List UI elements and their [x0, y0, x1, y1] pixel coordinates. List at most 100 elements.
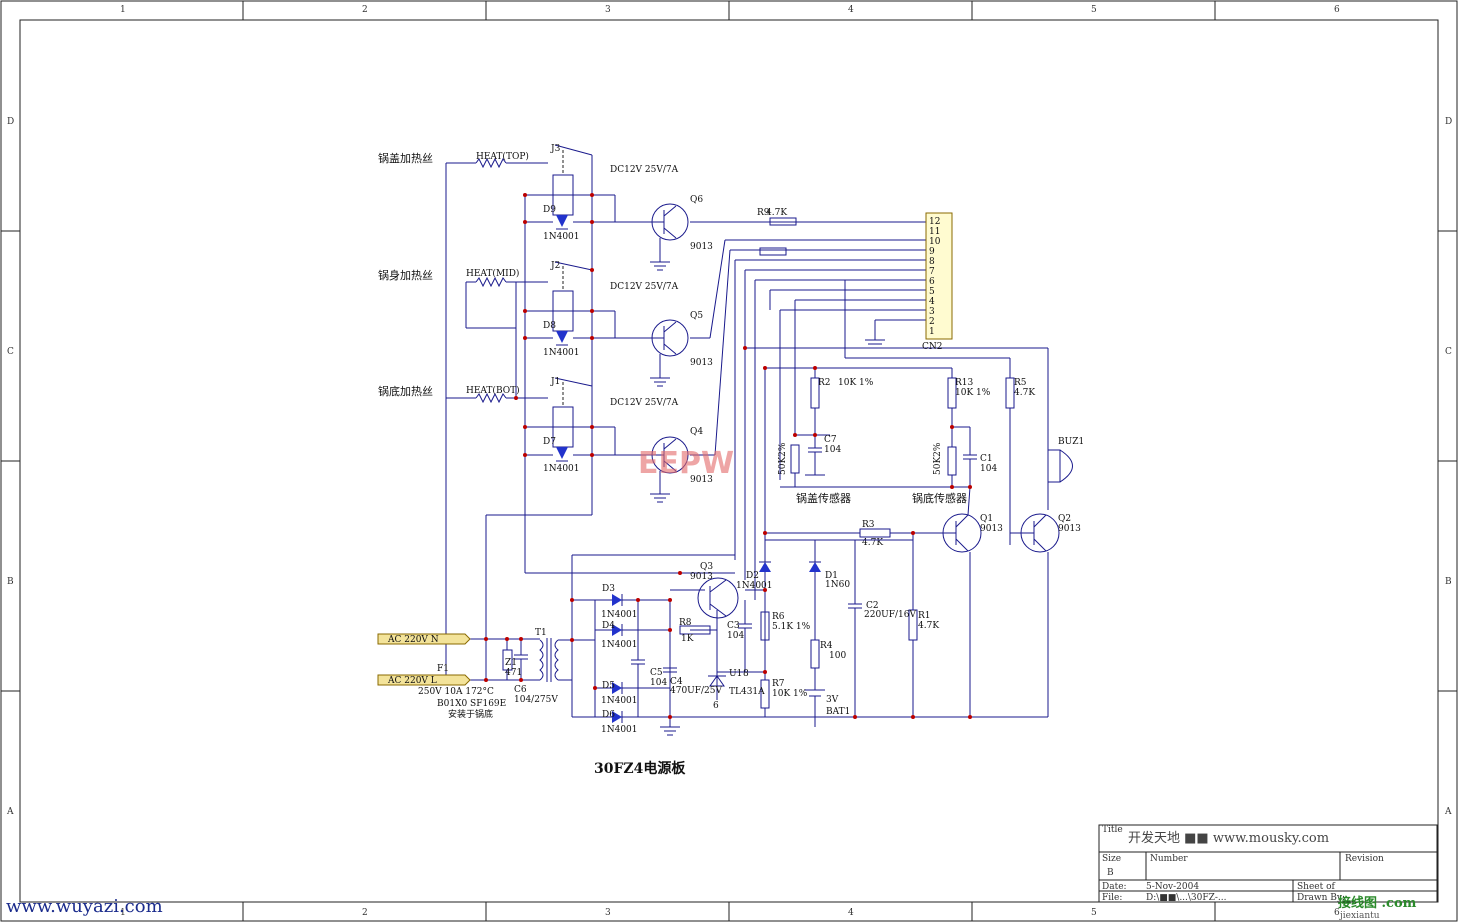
relay-j2	[525, 266, 616, 346]
row-label: C	[1445, 347, 1452, 357]
r7-value: 10K 1%	[772, 689, 808, 699]
u1-part: TL431A	[729, 687, 765, 697]
heat-top-label: HEAT(TOP)	[476, 151, 529, 162]
c4-label: C4	[670, 677, 683, 687]
d2-label: D2	[746, 571, 759, 581]
right-watermark: 接线图 .com	[1338, 895, 1417, 911]
ac-l-label: AC 220V L	[387, 676, 437, 686]
c6-label: C6	[514, 685, 527, 695]
relay-j1	[525, 382, 616, 462]
ac-l-terminal[interactable]: AC 220V L	[377, 674, 471, 686]
row-label: B	[1445, 577, 1452, 587]
q1-label: Q1	[980, 514, 993, 524]
diode-d9-type: 1N4001	[543, 232, 580, 242]
row-label: A	[1444, 807, 1452, 817]
q2-label: Q2	[1058, 514, 1071, 524]
q3-type: 9013	[690, 572, 713, 582]
cn2-pin: 8	[929, 257, 935, 267]
lid-sensor-label: 锅盖传感器	[796, 491, 851, 505]
board-title: 30FZ4电源板	[594, 760, 686, 777]
c6-value: 104/275V	[514, 695, 558, 705]
r1-label: R1	[918, 611, 931, 621]
size-value: B	[1107, 868, 1114, 878]
c2-label: C2	[866, 601, 879, 611]
d4-type: 1N4001	[601, 640, 638, 650]
bottom-sensor-label: 锅底传感器	[912, 491, 967, 505]
cn2-signal-wires	[690, 217, 1049, 660]
heater-top-cn-label: 锅盖加热丝	[378, 151, 433, 165]
c5-label: C5	[650, 668, 663, 678]
col-label: 2	[362, 5, 368, 15]
d3-label: D3	[602, 584, 615, 594]
c3-value: 104	[727, 631, 744, 641]
d4-label: D4	[602, 621, 615, 631]
r3-value: 4.7K	[862, 538, 883, 548]
cn2-pin: 9	[929, 247, 935, 257]
power-wires	[525, 539, 1048, 736]
battery-label: BAT1	[826, 707, 850, 717]
c3-label: C3	[727, 621, 740, 631]
ac-n-terminal[interactable]: AC 220V N	[377, 633, 471, 645]
q4-type: 9013	[690, 475, 713, 485]
heat-bot-label: HEAT(BOT)	[466, 385, 520, 396]
heat-mid-label: HEAT(MID)	[466, 268, 519, 279]
varistor-label: Z1	[505, 658, 517, 668]
col-label: 3	[605, 908, 611, 918]
col-label: 2	[362, 908, 368, 918]
heater-wires	[445, 144, 593, 680]
col-label: 1	[120, 908, 126, 918]
q6-type: 9013	[690, 242, 713, 252]
r1-value: 4.7K	[918, 621, 939, 631]
ntc1-value: 50K2%	[778, 442, 788, 475]
cn2-label: CN2	[922, 342, 943, 352]
drawn-label: Drawn By:	[1297, 893, 1345, 903]
cn2-pin: 5	[929, 287, 935, 297]
cn2-pin: 3	[929, 307, 935, 317]
regulator-u1	[708, 675, 726, 687]
q2-type: 9013	[1058, 524, 1081, 534]
diode-d7-type: 1N4001	[543, 464, 580, 474]
cn2-pin-labels: 12 11 10 9 8 7 6 5 4 3 2 1	[929, 217, 941, 337]
heater-resistor	[475, 157, 507, 404]
q6-label: Q6	[690, 195, 703, 205]
q3-label: Q3	[700, 562, 713, 572]
c7-label: C7	[824, 435, 837, 445]
diode-d8-type: 1N4001	[543, 348, 580, 358]
col-label: 1	[120, 5, 126, 15]
cn2-pin: 10	[929, 237, 941, 247]
cn2-pin: 6	[929, 277, 935, 287]
file-label: File:	[1102, 893, 1122, 903]
d1-label: D1	[825, 571, 838, 581]
center-watermark: EEPW	[638, 446, 734, 481]
r13-label: R13	[955, 378, 974, 388]
date-label: Date:	[1102, 882, 1127, 892]
r6-value: 5.1K 1%	[772, 622, 811, 632]
col-label: 4	[848, 5, 854, 15]
transistor-q4	[615, 436, 689, 503]
bridge-diodes	[612, 561, 821, 723]
r3-r1-network	[765, 528, 918, 717]
fuse-label: F1	[437, 664, 449, 674]
relay-j3	[525, 150, 616, 230]
transistor-q6	[615, 203, 689, 271]
number-label: Number	[1150, 854, 1188, 864]
r8-value: 1K	[681, 634, 694, 644]
cn2-pin: 2	[929, 317, 935, 327]
col-label: 3	[605, 5, 611, 15]
r9-label: R9	[757, 208, 770, 218]
q1-type: 9013	[980, 524, 1003, 534]
d6-label: D6	[602, 710, 615, 720]
relay-j1-label: J1	[550, 377, 560, 387]
row-label: D	[1445, 117, 1452, 127]
heater-mid-cn-label: 锅身加热丝	[378, 268, 433, 282]
ac-n-label: AC 220V N	[387, 635, 439, 645]
cn2-pin: 11	[929, 227, 940, 237]
col-label: 6	[1334, 5, 1340, 15]
r9-value: 4.7K	[766, 208, 787, 218]
cn2-pin: 12	[929, 217, 940, 227]
d2-type: 1N4001	[736, 581, 773, 591]
d6-type: 1N4001	[601, 725, 638, 735]
q5-label: Q5	[690, 311, 703, 321]
